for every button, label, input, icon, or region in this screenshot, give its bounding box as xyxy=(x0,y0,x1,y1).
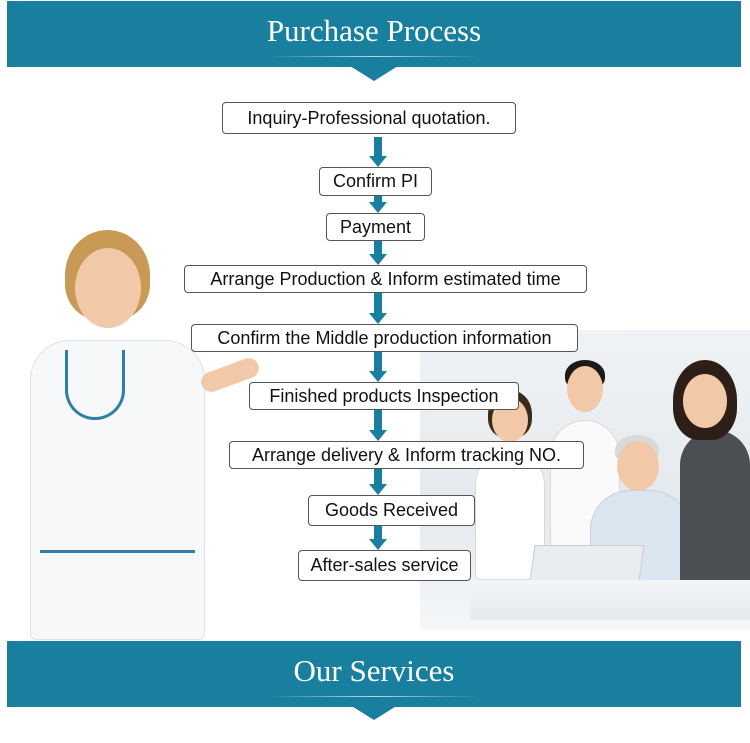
background-photo xyxy=(0,80,750,640)
team-member-woman-right xyxy=(665,360,750,590)
flow-arrow-6 xyxy=(369,410,387,441)
nurse-figure xyxy=(20,230,262,640)
purchase-process-banner: Purchase Process xyxy=(7,1,741,81)
step-payment: Payment xyxy=(326,213,425,241)
desk-surface xyxy=(470,580,750,620)
flow-arrow-3 xyxy=(369,241,387,265)
step-arrange-delivery: Arrange delivery & Inform tracking NO. xyxy=(229,441,584,469)
flow-arrow-2 xyxy=(369,196,387,213)
banner-divider xyxy=(267,56,481,57)
step-arrange-production: Arrange Production & Inform estimated ti… xyxy=(184,265,587,293)
flow-arrow-7 xyxy=(369,469,387,495)
step-after-sales-service: After-sales service xyxy=(298,550,471,581)
flow-arrow-1 xyxy=(369,137,387,167)
step-confirm-pi: Confirm PI xyxy=(319,167,432,196)
banner-notch xyxy=(350,66,398,81)
banner-title-our-services: Our Services xyxy=(293,653,455,688)
flow-arrow-4 xyxy=(369,293,387,324)
step-finished-products-inspection: Finished products Inspection xyxy=(249,382,519,410)
our-services-banner: Our Services xyxy=(7,641,741,720)
banner-title-purchase-process: Purchase Process xyxy=(266,13,482,48)
step-confirm-middle-production: Confirm the Middle production informatio… xyxy=(191,324,578,352)
step-goods-received: Goods Received xyxy=(308,495,475,526)
step-inquiry-quotation: Inquiry-Professional quotation. xyxy=(222,102,516,134)
flow-arrow-8 xyxy=(369,526,387,550)
flow-arrow-5 xyxy=(369,352,387,382)
banner-divider xyxy=(267,696,481,697)
banner-notch xyxy=(350,705,398,720)
